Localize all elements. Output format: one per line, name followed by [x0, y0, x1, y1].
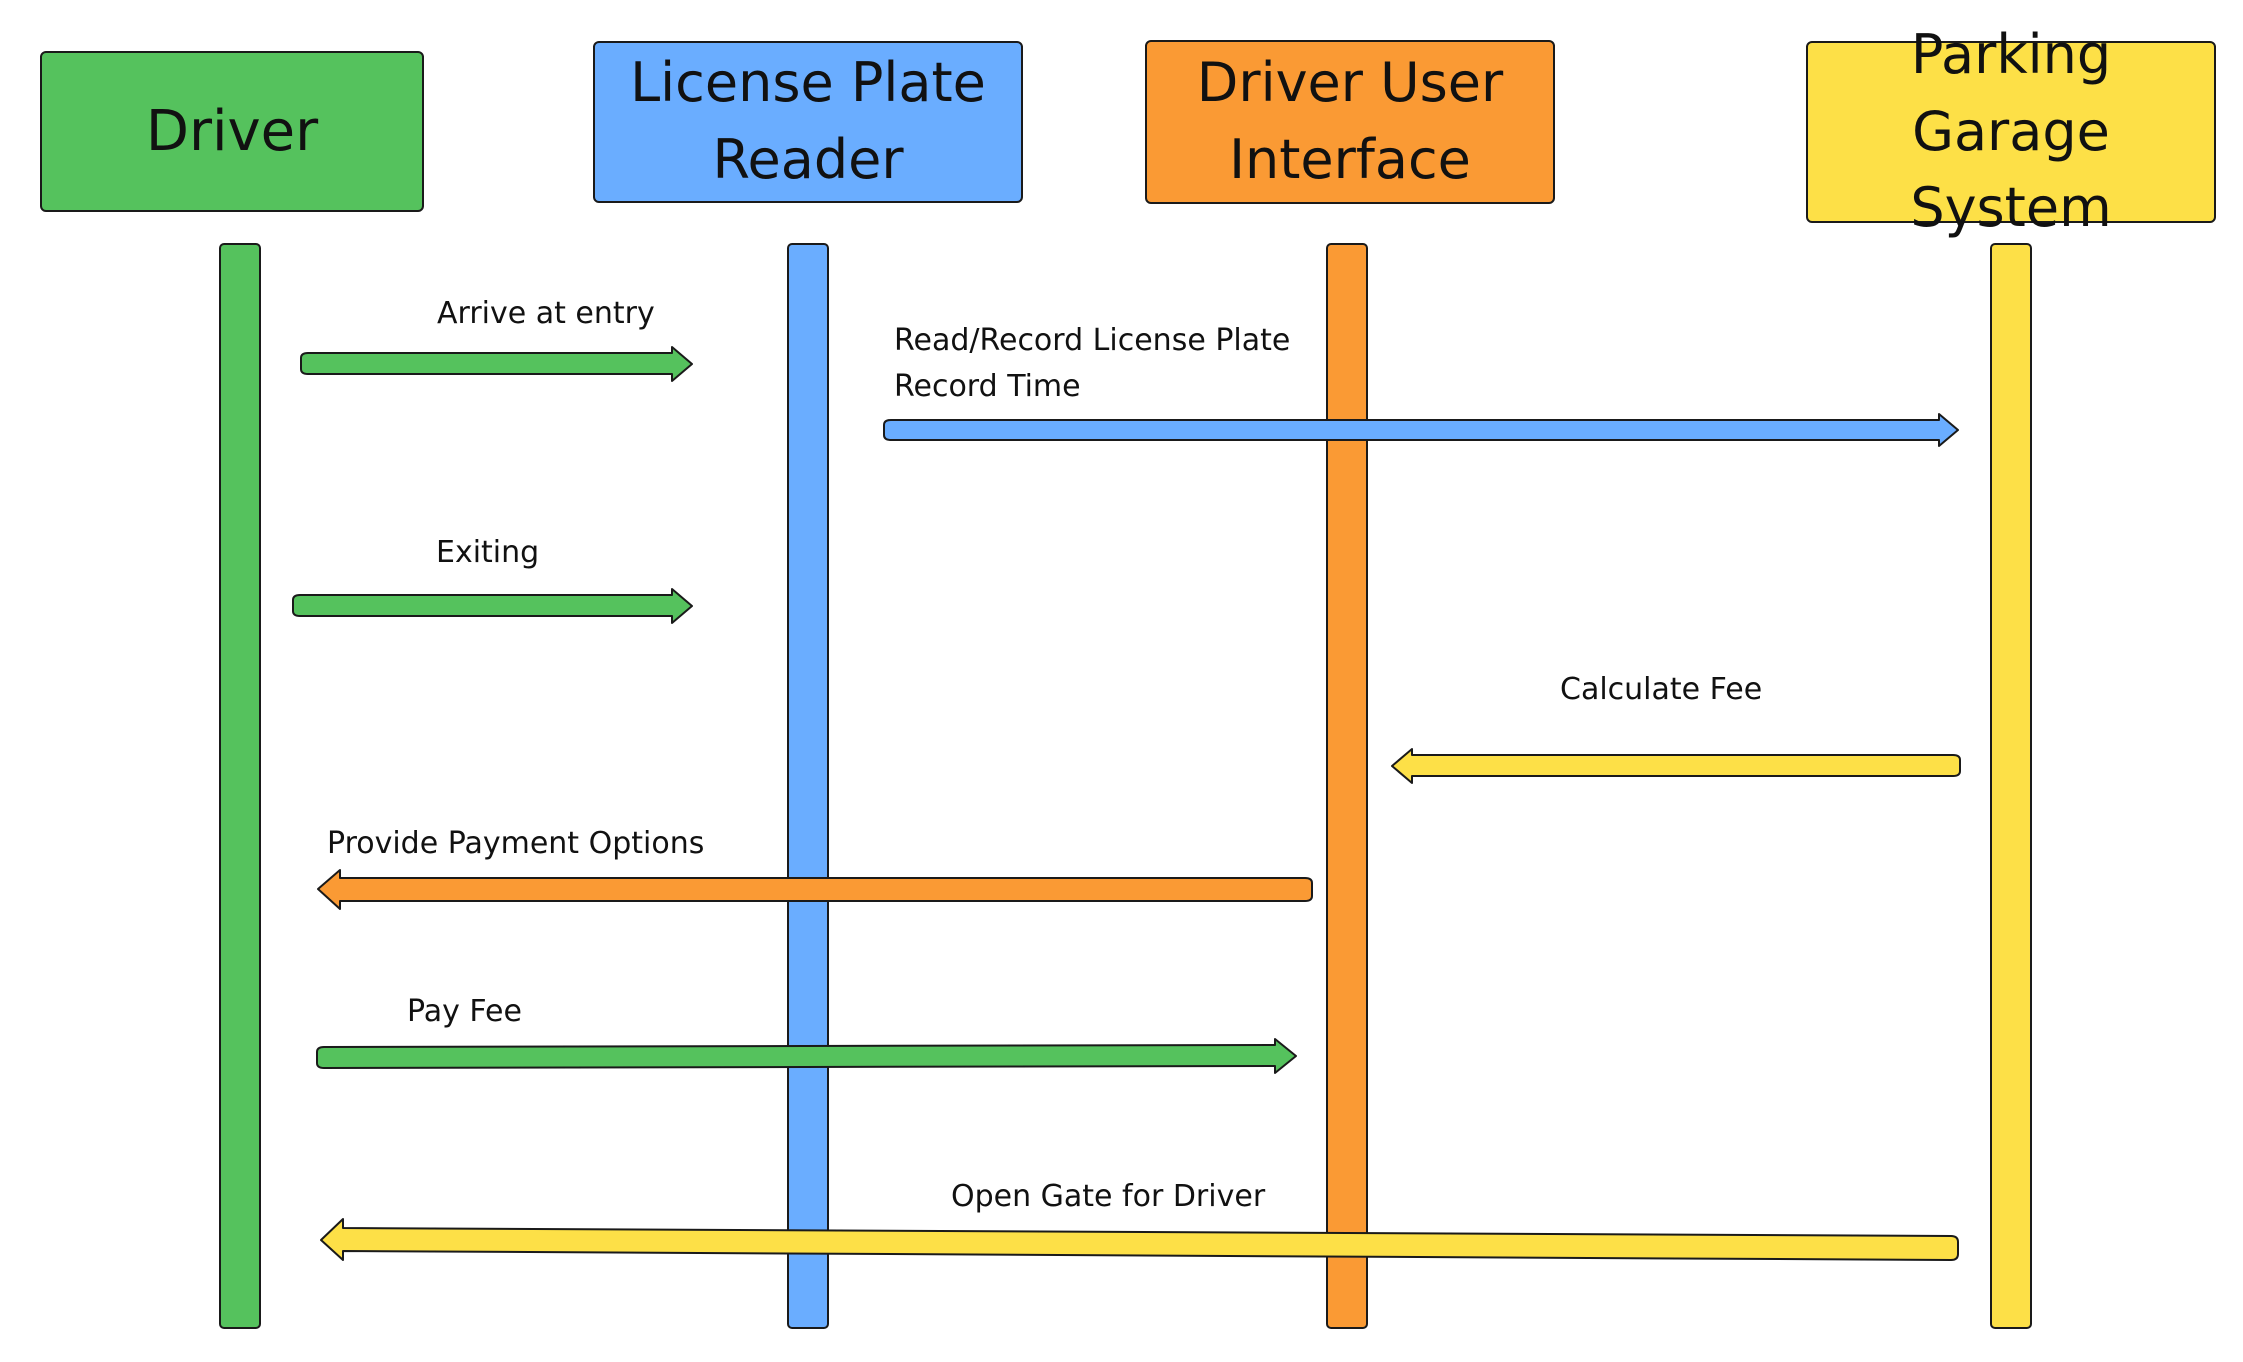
lifeline-driver: [219, 243, 261, 1329]
message-label-provide-payment-options: Provide Payment Options: [327, 826, 705, 861]
message-label-pay-fee: Pay Fee: [407, 994, 522, 1029]
message-label-open-gate-for-driver: Open Gate for Driver: [951, 1179, 1266, 1214]
message-label-read-record-license-plate: Read/Record License Plate Record Time: [894, 323, 1291, 404]
arrow-read-record-license-plate: [883, 413, 1959, 447]
actor-driver-user-interface-label: Driver User Interface: [1196, 51, 1504, 191]
arrow-calculate-fee: [1391, 748, 1961, 784]
actor-license-plate-reader-label: License Plate Reader: [630, 51, 986, 191]
arrow-arrive-at-entry: [300, 346, 693, 382]
actor-license-plate-reader: License Plate Reader: [593, 41, 1023, 203]
message-label-exiting: Exiting: [436, 535, 540, 570]
arrow-pay-fee: [316, 1038, 1297, 1074]
actor-driver-user-interface: Driver User Interface: [1145, 40, 1555, 204]
arrow-open-gate-for-driver: [320, 1218, 1959, 1261]
actor-parking-garage-system-label: Parking Garage System: [1910, 23, 2112, 240]
actor-driver-label: Driver: [145, 98, 319, 164]
arrow-provide-payment-options: [317, 869, 1313, 910]
lifeline-parking-garage-system: [1990, 243, 2032, 1329]
message-label-arrive-at-entry: Arrive at entry: [437, 296, 655, 331]
actor-parking-garage-system: Parking Garage System: [1806, 23, 2216, 239]
lifeline-license-plate-reader: [787, 243, 829, 1329]
message-label-calculate-fee: Calculate Fee: [1560, 672, 1763, 707]
actor-driver: Driver: [40, 51, 424, 212]
arrow-exiting: [292, 588, 693, 624]
